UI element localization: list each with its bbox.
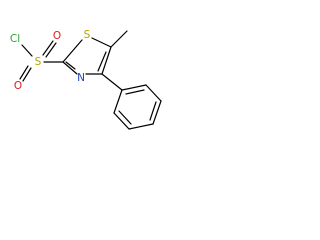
bond-c2-s1 — [62, 39, 83, 63]
atom-ring-nitrogen: N — [77, 72, 85, 84]
bond-ph-1-2 — [121, 84, 147, 91]
bond-s-o-bottom-b — [22, 67, 32, 82]
bond-n3-c2 — [62, 61, 78, 75]
atom-label-layer: Cl S O O S N — [10, 29, 91, 92]
bond-ph-2-3 — [145, 84, 162, 102]
bond-c5-methyl — [110, 30, 128, 48]
atom-oxygen-bottom: O — [14, 80, 22, 92]
bond-c5-c4-inner — [97, 51, 107, 72]
bond-s-o-top-b — [45, 42, 57, 58]
bond-ph-6-1 — [113, 89, 123, 114]
bond-c5-c4 — [101, 46, 112, 75]
bond-s1-c5 — [91, 37, 112, 48]
bond-n3-c2-inner — [65, 61, 76, 70]
bond-cl-s — [21, 44, 33, 57]
molecule-structure: Cl S O O S N — [10, 29, 162, 130]
bond-ph-inner-a — [125, 89, 145, 95]
bond-s-o-top-a — [42, 40, 54, 56]
bond-s-o-bottom-a — [19, 65, 29, 80]
atom-oxygen-top: O — [53, 30, 61, 42]
atom-sulfonyl-sulfur: S — [35, 56, 42, 68]
bond-ph-inner-b — [149, 101, 157, 121]
bond-ph-4-5 — [128, 123, 154, 130]
bond-ph-3-4 — [152, 100, 162, 125]
atom-chlorine: Cl — [10, 33, 20, 45]
bond-ph-inner-c — [118, 110, 132, 125]
bond-layer — [19, 30, 162, 130]
bond-c4-phenyl — [101, 73, 123, 91]
bond-ph-5-6 — [113, 112, 130, 130]
atom-ring-sulfur: S — [84, 29, 91, 41]
